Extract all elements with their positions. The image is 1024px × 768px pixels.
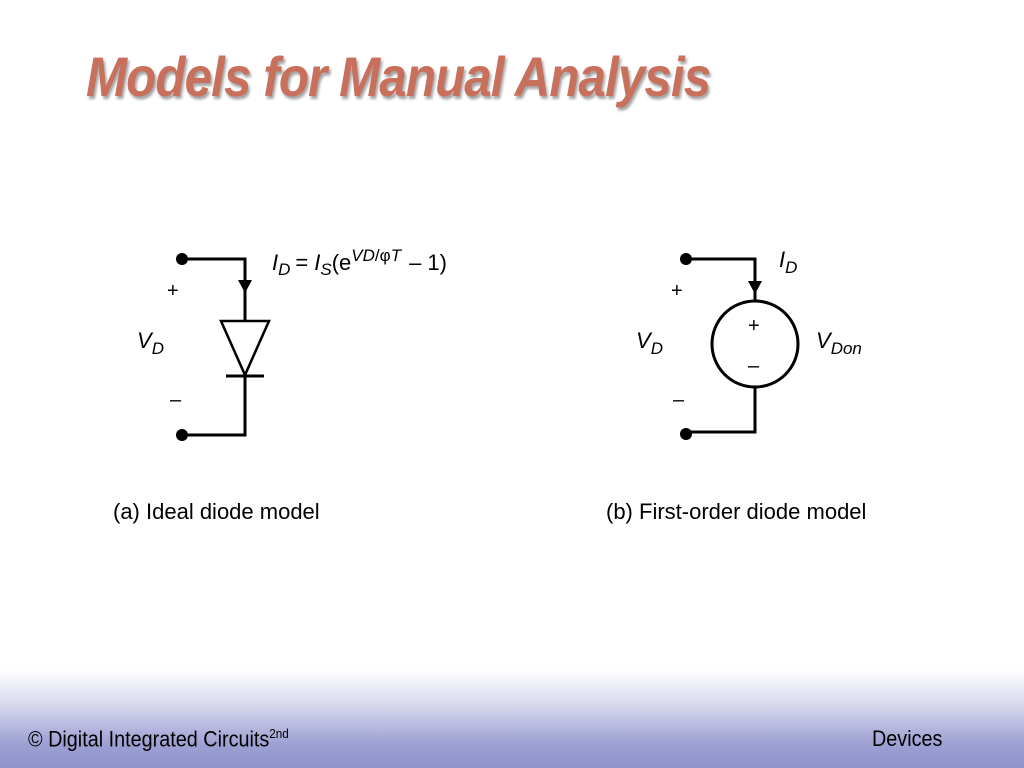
wire-bottom-b xyxy=(686,387,757,434)
diode-models-diagram: + – VD ID=IS(eVD/φT– 1) + – VD ID + – VD… xyxy=(137,246,862,441)
ideal-diode-circuit: + – VD ID=IS(eVD/φT– 1) xyxy=(137,246,447,441)
id-label-b: ID xyxy=(779,247,797,277)
wire-top-b xyxy=(686,257,757,301)
vdon-label: VDon xyxy=(816,328,862,358)
footer-section: Devices xyxy=(872,726,943,751)
footer-copyright: © Digital Integrated Circuits2nd xyxy=(28,726,289,752)
footer-band xyxy=(0,670,1024,768)
wire-top-a xyxy=(182,257,247,320)
caption-first-order-diode: (b) First-order diode model xyxy=(606,499,867,524)
slide-title: Models for Manual Analysis xyxy=(86,45,711,108)
current-arrow-a xyxy=(238,280,252,293)
vd-label-b: VD xyxy=(636,328,663,358)
source-plus: + xyxy=(748,315,760,337)
terminal-bottom-b xyxy=(680,428,692,440)
minus-label-a: – xyxy=(170,389,182,411)
plus-label-b: + xyxy=(671,280,683,302)
plus-label-a: + xyxy=(167,280,179,302)
source-minus: – xyxy=(748,355,760,377)
first-order-diode-circuit: + – VD ID + – VDon xyxy=(636,247,862,440)
diode-equation: ID=IS(eVD/φT– 1) xyxy=(272,246,447,279)
minus-label-b: – xyxy=(673,389,685,411)
current-arrow-b xyxy=(748,281,762,294)
vd-label-a: VD xyxy=(137,328,164,358)
diode-symbol xyxy=(219,319,271,379)
caption-ideal-diode: (a) Ideal diode model xyxy=(113,499,320,524)
wire-bottom-a xyxy=(182,376,247,437)
